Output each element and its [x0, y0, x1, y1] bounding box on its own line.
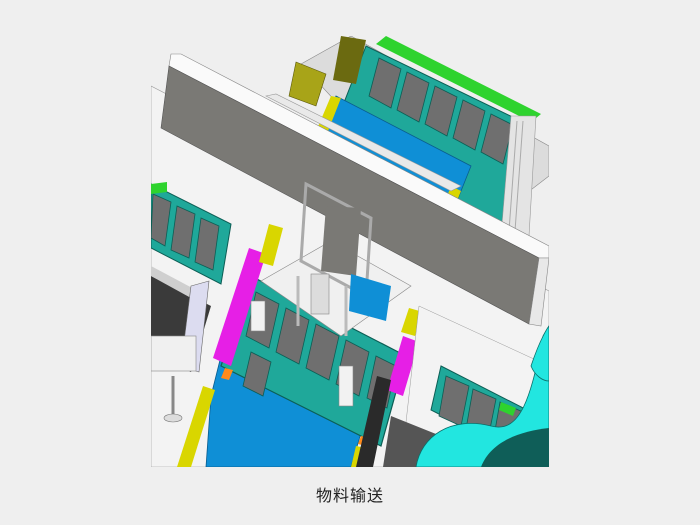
cad-render-figure	[151, 36, 549, 467]
gripper-head	[250, 181, 412, 407]
central-conveyor	[177, 224, 423, 467]
figure-caption: 物料输送	[315, 486, 384, 505]
left-tray-station	[151, 182, 232, 423]
robot-arm	[415, 325, 549, 467]
gantry-beam	[160, 53, 549, 327]
conveyor-machine-render	[151, 36, 549, 467]
